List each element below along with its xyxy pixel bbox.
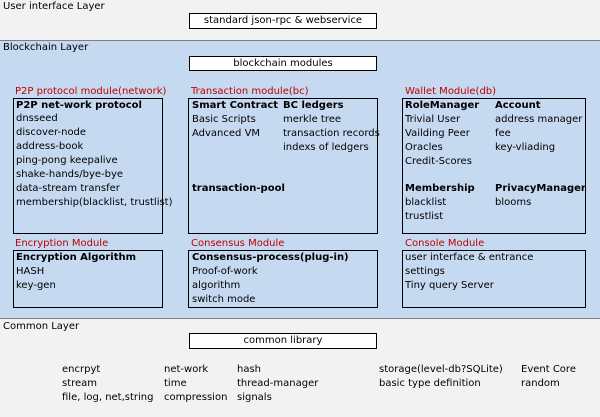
bc-ledgers-item: transaction records (283, 128, 380, 139)
consensus-module-panel (188, 250, 378, 308)
encryption-item: key-gen (16, 280, 56, 291)
common-layer: Common Layer common library encrpyt stre… (0, 318, 600, 417)
account-item: key-vliading (495, 142, 556, 153)
p2p-item: dnsseed (16, 113, 58, 124)
p2p-module-panel (13, 98, 163, 234)
consensus-item: Proof-of-work (192, 266, 258, 277)
wallet-module-title: Wallet Module(db) (405, 86, 497, 97)
role-manager-item: Trivial User (405, 114, 461, 125)
common-item: stream (62, 378, 98, 389)
p2p-item: membership(blacklist, trustlist) (16, 197, 173, 208)
encryption-heading: Encryption Algorithm (16, 252, 137, 263)
blockchain-layer: Blockchain Layer blockchain modules P2P … (0, 40, 600, 318)
smart-contract-heading: Smart Contract (192, 100, 279, 111)
ui-layer-title: User interface Layer (3, 1, 105, 12)
bc-ledgers-item: merkle tree (283, 114, 342, 125)
role-manager-item: Vailding Peer (405, 128, 470, 139)
membership-item: blacklist (405, 197, 447, 208)
p2p-heading: P2P net-work protocol (16, 100, 142, 111)
console-item: user interface & entrance (405, 252, 534, 263)
common-item: storage(level-db?SQLite) (379, 364, 503, 375)
common-item: basic type definition (379, 378, 481, 389)
common-layer-title: Common Layer (3, 321, 80, 332)
account-item: fee (495, 128, 511, 139)
ui-layer: User interface Layer standard json-rpc &… (0, 0, 600, 40)
privacy-manager-item: blooms (495, 197, 532, 208)
consensus-module-title: Consensus Module (191, 238, 285, 249)
console-item: Tiny query Server (405, 280, 494, 291)
p2p-item: data-stream transfer (16, 183, 120, 194)
smart-contract-item: Advanced VM (192, 128, 261, 139)
common-item: compression (164, 392, 228, 403)
p2p-module-title: P2P protocol module(network) (15, 86, 167, 97)
common-item: encrpyt (62, 364, 101, 375)
common-item: hash (237, 364, 262, 375)
role-manager-item: Oracles (405, 142, 443, 153)
wallet-module-panel (402, 98, 586, 234)
p2p-item: discover-node (16, 127, 87, 138)
common-item: net-work (164, 364, 209, 375)
p2p-item: shake-hands/bye-bye (16, 169, 124, 180)
bc-ledgers-heading: BC ledgers (283, 100, 344, 111)
p2p-item: ping-pong keepalive (16, 155, 118, 166)
consensus-heading: Consensus-process(plug-in) (192, 252, 349, 263)
transaction-pool-label: transaction-pool (192, 183, 285, 194)
transaction-module-title: Transaction module(bc) (191, 86, 309, 97)
consensus-item: switch mode (192, 294, 256, 305)
json-rpc-webservice-box: standard json-rpc & webservice (189, 13, 377, 29)
membership-heading: Membership (405, 183, 475, 194)
encryption-module-title: Encryption Module (15, 238, 109, 249)
bc-ledgers-item: indexs of ledgers (283, 142, 369, 153)
common-item: Event Core (521, 364, 576, 375)
blockchain-layer-title: Blockchain Layer (3, 42, 89, 53)
encryption-item: HASH (16, 266, 45, 277)
p2p-item: address-book (16, 141, 84, 152)
account-item: address manager (495, 114, 583, 125)
common-item: random (521, 378, 560, 389)
console-item: settings (405, 266, 445, 277)
role-manager-item: Credit-Scores (405, 156, 472, 167)
consensus-item: algorithm (192, 280, 241, 291)
encryption-module-panel (13, 250, 163, 308)
account-heading: Account (495, 100, 541, 111)
console-module-panel (402, 250, 586, 308)
common-item: signals (237, 392, 272, 403)
console-module-title: Console Module (405, 238, 485, 249)
common-item: time (164, 378, 187, 389)
common-library-box: common library (189, 333, 377, 349)
role-manager-heading: RoleManager (405, 100, 480, 111)
common-item: thread-manager (237, 378, 319, 389)
blockchain-modules-box: blockchain modules (189, 56, 377, 71)
privacy-manager-heading: PrivacyManager (495, 183, 586, 194)
smart-contract-item: Basic Scripts (192, 114, 256, 125)
membership-item: trustlist (405, 211, 444, 222)
common-item: file, log, net,string (62, 392, 154, 403)
transaction-module-panel (188, 98, 378, 234)
